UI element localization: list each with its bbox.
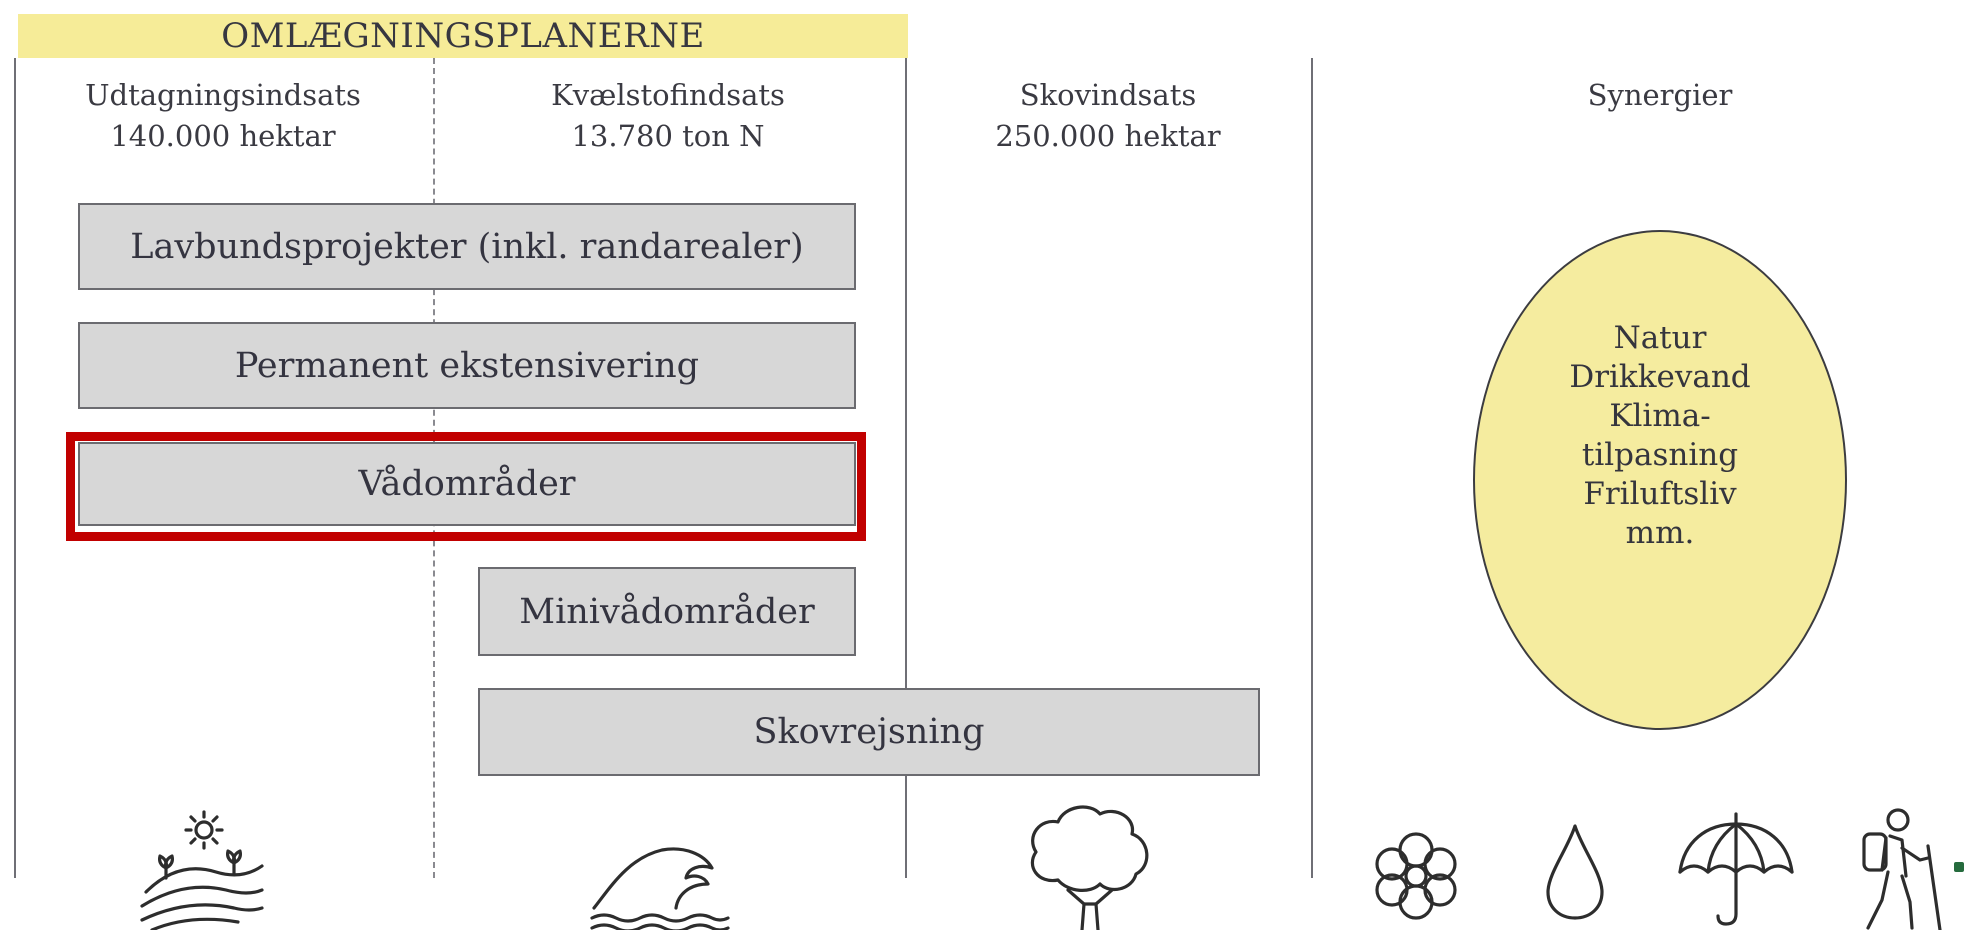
column-header-skov: Skovindsats 250.000 hektar [918, 75, 1298, 157]
measure-skovrejsning: Skovrejsning [478, 688, 1260, 776]
column-title: Udtagningsindsats [85, 78, 361, 112]
synergy-item: tilpasning [1581, 437, 1739, 473]
column-title: Kvælstofindsats [551, 78, 785, 112]
measure-minivaadomraader: Minivådområder [478, 567, 856, 656]
measure-vaadomraader: Vådområder [78, 442, 856, 526]
flower-icon [1375, 830, 1457, 922]
synergy-item: Natur [1613, 320, 1707, 356]
measure-permanent-ekstensivering: Permanent ekstensivering [78, 322, 856, 409]
column-title: Synergier [1587, 78, 1733, 112]
synergy-item: Klima- [1609, 398, 1711, 434]
wave-icon [590, 838, 730, 930]
hiker-icon [1846, 806, 1946, 930]
column-amount: 250.000 hektar [995, 119, 1221, 153]
divider-left-edge [14, 58, 16, 878]
column-header-udtagning: Udtagningsindsats 140.000 hektar [38, 75, 408, 157]
column-title: Skovindsats [1019, 78, 1197, 112]
synergy-item: Drikkevand [1569, 359, 1751, 395]
column-amount: 140.000 hektar [110, 119, 336, 153]
measure-lavbundsprojekter: Lavbundsprojekter (inkl. randarealer) [78, 203, 856, 290]
column-header-kvaelstof: Kvælstofindsats 13.780 ton N [448, 75, 888, 157]
plan-header: OMLÆGNINGSPLANERNE [18, 14, 908, 58]
water-drop-icon [1544, 822, 1606, 922]
column-amount: 13.780 ton N [571, 119, 765, 153]
synergy-item: Friluftsliv [1583, 476, 1737, 512]
divider-kvaelstof-skov [905, 58, 907, 878]
edge-mark [1954, 862, 1966, 880]
farmland-sun-icon [138, 808, 268, 930]
synergy-ellipse: Natur Drikkevand Klima- tilpasning Frilu… [1473, 230, 1847, 730]
tree-icon [1024, 800, 1156, 930]
synergy-item: mm. [1625, 515, 1695, 551]
divider-skov-synergier [1311, 58, 1313, 878]
synergy-list: Natur Drikkevand Klima- tilpasning Frilu… [1569, 319, 1750, 553]
umbrella-icon [1676, 810, 1796, 928]
column-header-synergier: Synergier [1440, 75, 1880, 116]
